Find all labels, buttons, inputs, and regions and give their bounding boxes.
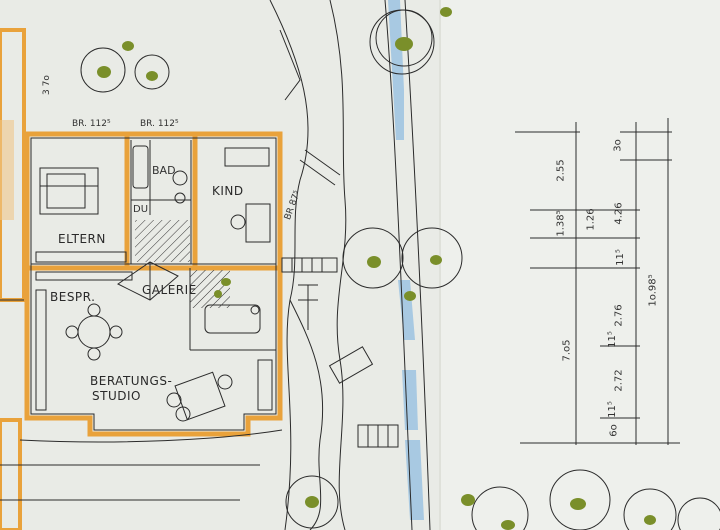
left-building-fragment xyxy=(0,28,26,530)
room-label-galerie: GALERIE xyxy=(142,283,197,297)
dim-col-a-2: 7.o5 xyxy=(561,339,573,362)
dim-col-b-6: 6o xyxy=(608,424,620,437)
room-label-du: DU xyxy=(133,204,149,215)
stream xyxy=(384,0,431,530)
hatched-areas xyxy=(135,220,230,308)
house-walls xyxy=(24,131,283,437)
room-label-bad: BAD xyxy=(152,164,176,177)
annotation-br-left: BR. 112⁵ xyxy=(72,119,111,129)
dimension-lines xyxy=(515,118,680,445)
room-label-studio-line1: BERATUNGS- xyxy=(90,374,173,388)
dim-col-b-4: 2.72 xyxy=(613,369,625,392)
dim-outer-total: 1o.98⁵ xyxy=(647,274,659,307)
furniture xyxy=(35,145,273,422)
dim-col-c-0: 3o xyxy=(612,139,624,152)
dim-col-b-0: 1.26 xyxy=(585,208,597,231)
dim-col-a-0: 2.55 xyxy=(555,159,567,182)
dim-col-c-1: 4.26 xyxy=(613,202,625,225)
tree-foliage xyxy=(97,7,656,530)
room-label-studio-line2: STUDIO xyxy=(92,389,141,403)
room-label-eltern: ELTERN xyxy=(58,232,106,246)
dim-col-b-2: 2.76 xyxy=(613,304,625,327)
terrain-lines xyxy=(0,0,347,530)
annotation-br-right: BR. 112⁵ xyxy=(140,119,179,129)
room-label-kind: KIND xyxy=(212,184,244,198)
annotation-side-dim: 3 7o xyxy=(42,75,52,95)
walkways xyxy=(281,257,399,448)
trees xyxy=(80,9,720,530)
dim-col-b-5: 11⁵ xyxy=(606,401,618,418)
room-label-bespr: BESPR. xyxy=(50,290,96,304)
dim-col-a-1: 1.38⁵ xyxy=(555,210,567,237)
dim-col-b-3: 11⁵ xyxy=(606,331,618,348)
dim-col-b-1: 11⁵ xyxy=(614,249,626,266)
